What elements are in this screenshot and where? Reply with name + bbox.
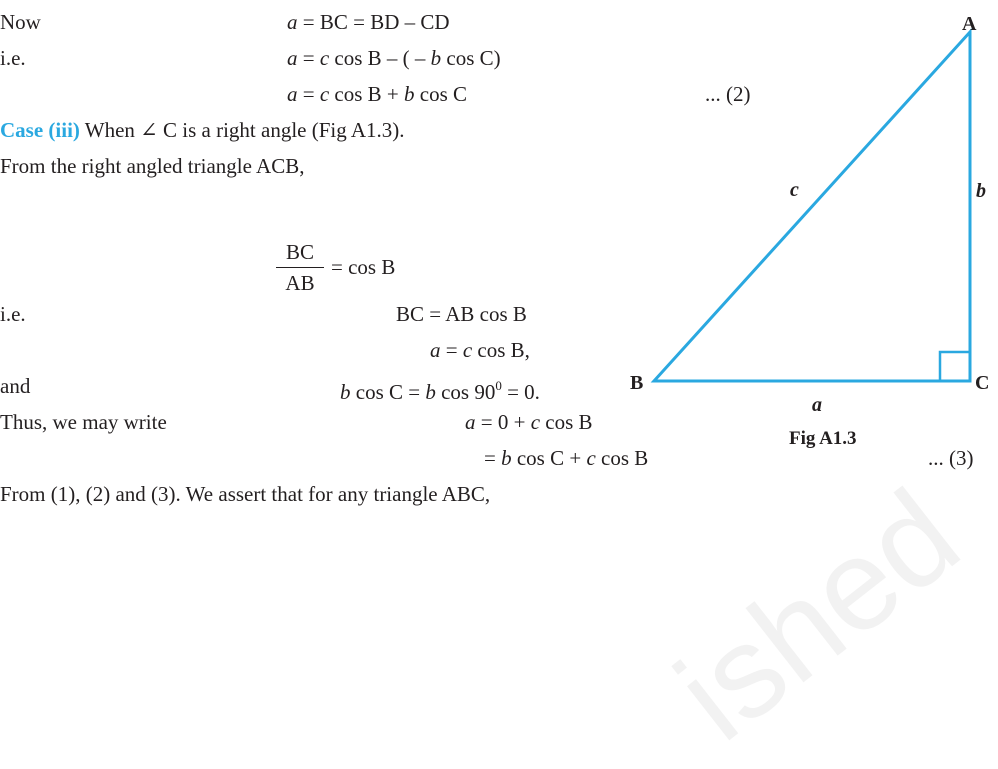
triangle-abc bbox=[650, 28, 972, 383]
equation-a-c-cosb: a = c cos B, bbox=[430, 338, 530, 362]
equation-bc-ab-cosb: BC = AB cos B bbox=[396, 302, 527, 326]
vertex-a-label: A bbox=[962, 13, 977, 35]
equation-2: a = c cos B + b cos C bbox=[287, 82, 468, 106]
figure-caption: Fig A1.3 bbox=[789, 428, 857, 449]
vertex-b-label: B bbox=[630, 372, 643, 394]
equation-3: = b cos C + c cos B bbox=[484, 446, 649, 470]
side-b-label: b bbox=[976, 180, 986, 202]
equation-tag-3: ... (3) bbox=[928, 446, 974, 470]
side-a-label: a bbox=[812, 394, 822, 416]
equation-tag-2: ... (2) bbox=[705, 82, 751, 106]
equation-a-c-cosb-minus: a = c cos B – ( – b cos C) bbox=[287, 46, 501, 70]
right-angle-marker bbox=[938, 350, 972, 383]
conclusion-text: From (1), (2) and (3). We assert that fo… bbox=[0, 482, 491, 506]
from-triangle-text: From the right angled triangle ACB, bbox=[0, 154, 305, 178]
line-ie2-label: i.e. bbox=[0, 302, 26, 326]
fraction-numerator: BC bbox=[276, 240, 324, 268]
fraction-rhs: = cos B bbox=[331, 255, 396, 279]
vertex-c-label: C bbox=[975, 372, 989, 394]
equation-a-0-c-cosb: a = 0 + c cos B bbox=[465, 410, 593, 434]
line-and-label: and bbox=[0, 374, 31, 398]
line-ie-label: i.e. bbox=[0, 46, 26, 70]
case-iii-heading: Case (iii) When ∠ C is a right angle (Fi… bbox=[0, 118, 405, 142]
equation-b-cos90: b cos C = b cos 900 = 0. bbox=[340, 378, 540, 404]
line-now-label: Now bbox=[0, 10, 41, 34]
fraction-denominator: AB bbox=[285, 271, 315, 295]
triangle-figure: A B C a b c Fig A1.3 bbox=[630, 13, 989, 449]
fraction-bc-over-ab: BC AB bbox=[276, 240, 324, 295]
side-c-label: c bbox=[790, 179, 799, 201]
line-thus-label: Thus, we may write bbox=[0, 410, 167, 434]
equation-a-bc: a = BC = BD – CD bbox=[287, 10, 450, 34]
